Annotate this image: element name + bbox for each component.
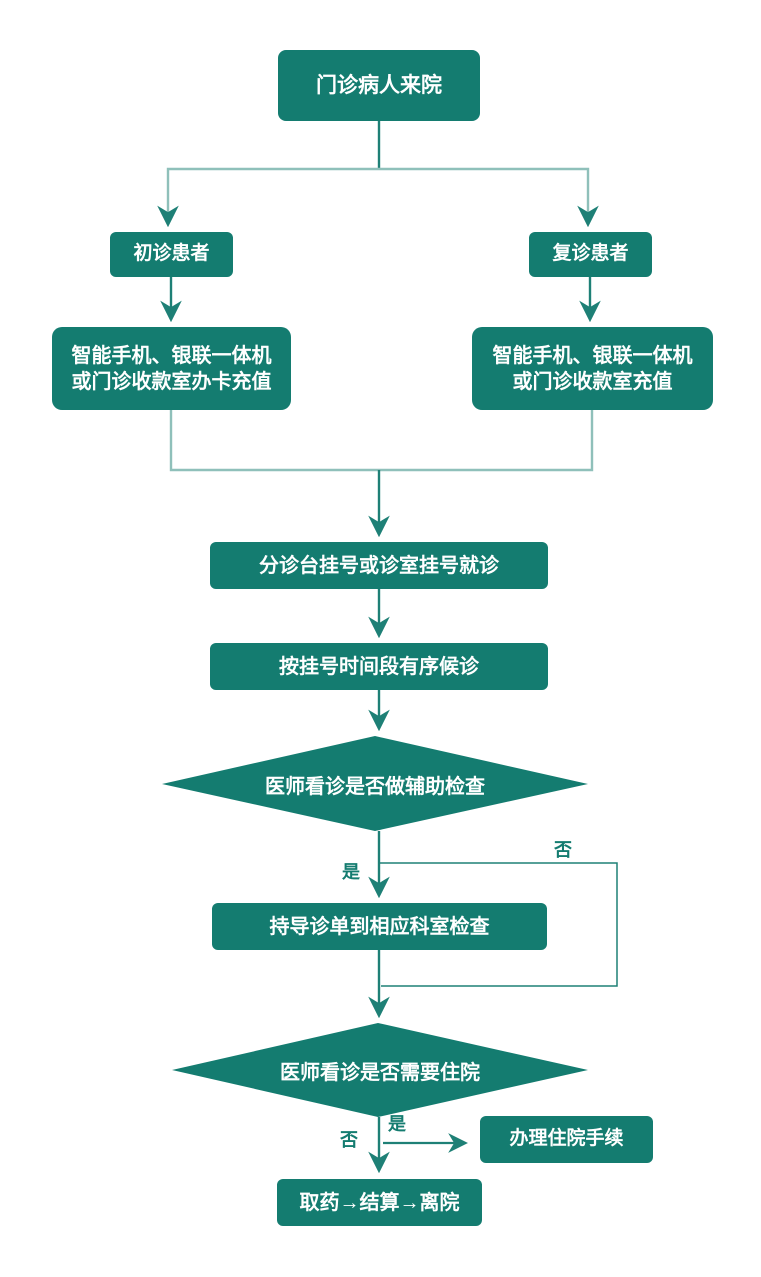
node-exam-label: 持导诊单到相应科室检查	[269, 915, 490, 938]
node-first-charge-line2: 或门诊收款室办卡充值	[71, 370, 272, 393]
node-return-charge-line1: 智能手机、银联一体机	[492, 344, 693, 367]
edge-merge-connector	[169, 410, 594, 472]
node-admission: 办理住院手续	[480, 1116, 653, 1163]
node-first-charge: 智能手机、银联一体机 或门诊收款室办卡充值	[52, 327, 291, 410]
decision-admission-shape	[172, 1023, 588, 1117]
edge-label-decision2-yes: 是	[388, 1114, 406, 1134]
node-arrival: 门诊病人来院	[278, 50, 480, 121]
edge-split-to-patients	[157, 167, 599, 228]
node-return-visit-label: 复诊患者	[552, 243, 629, 265]
node-exam: 持导诊单到相应科室检查	[212, 903, 547, 950]
node-triage: 分诊台挂号或诊室挂号就诊	[210, 542, 548, 589]
node-first-charge-line1: 智能手机、银联一体机	[71, 344, 272, 367]
node-admission-label: 办理住院手续	[509, 1128, 624, 1150]
edge-decision1-bypass	[379, 862, 618, 987]
node-first-visit-label: 初诊患者	[133, 243, 210, 265]
decision-aux-exam-label: 医师看诊是否做辅助检查	[265, 775, 485, 798]
edge-label-decision2-no: 否	[340, 1130, 358, 1150]
node-return-visit: 复诊患者	[529, 232, 652, 277]
node-arrival-label: 门诊病人来院	[316, 73, 442, 97]
node-return-charge-line2: 或门诊收款室充值	[512, 370, 673, 393]
edge-label-decision1-no: 否	[554, 840, 572, 860]
node-return-charge-label: 智能手机、银联一体机 或门诊收款室充值	[493, 343, 693, 395]
node-first-charge-label: 智能手机、银联一体机 或门诊收款室办卡充值	[72, 343, 272, 395]
node-leave: 取药→结算→离院	[277, 1179, 482, 1226]
node-wait-label: 按挂号时间段有序候诊	[279, 655, 479, 678]
node-first-visit: 初诊患者	[110, 232, 233, 277]
node-wait: 按挂号时间段有序候诊	[210, 643, 548, 690]
node-return-charge: 智能手机、银联一体机 或门诊收款室充值	[472, 327, 713, 410]
node-leave-label: 取药→结算→离院	[299, 1191, 460, 1214]
node-triage-label: 分诊台挂号或诊室挂号就诊	[259, 554, 499, 577]
decision-admission-label: 医师看诊是否需要住院	[280, 1061, 480, 1084]
decision-aux-exam-shape	[162, 736, 588, 831]
edge-label-decision1-yes: 是	[342, 862, 360, 882]
